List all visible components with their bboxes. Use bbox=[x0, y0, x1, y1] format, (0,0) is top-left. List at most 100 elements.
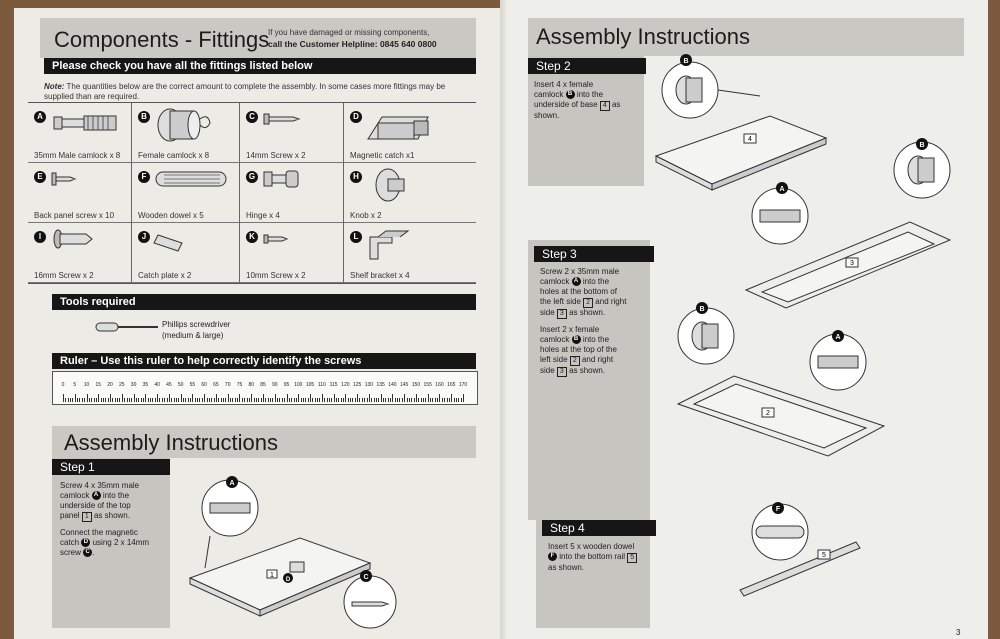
fitting-label: Catch plate x 2 bbox=[138, 271, 192, 280]
ruler-tick bbox=[333, 394, 335, 402]
step4-text: Insert 5 x wooden dowel F into the botto… bbox=[548, 542, 648, 573]
ruler-tick-label: 20 bbox=[107, 382, 113, 388]
ruler-tick bbox=[253, 398, 255, 402]
ruler-tick bbox=[272, 398, 274, 402]
step2-line: Insert 4 x female bbox=[534, 80, 594, 89]
ruler-tick-label: 35 bbox=[142, 382, 149, 388]
ruler-tick bbox=[232, 398, 234, 402]
check-bar: Please check you have all the fittings l… bbox=[44, 58, 476, 74]
ruler-tick bbox=[335, 398, 337, 402]
step4-line: F into the bottom rail 5 bbox=[548, 552, 648, 563]
step4-column bbox=[536, 518, 650, 628]
ruler-tick bbox=[192, 394, 194, 402]
fitting-label: Shelf bracket x 4 bbox=[350, 271, 410, 280]
ruler-tick bbox=[300, 398, 302, 402]
ruler-tick-label: 130 bbox=[364, 382, 374, 388]
ruler-tick bbox=[385, 398, 387, 402]
ruler-tick-label: 30 bbox=[130, 382, 137, 388]
step3-word: side bbox=[540, 366, 555, 375]
ruler-tick bbox=[331, 398, 333, 402]
ruler-tick bbox=[164, 398, 166, 402]
ruler-tick bbox=[328, 398, 330, 402]
fitting-badge: D bbox=[350, 111, 362, 123]
ruler-tick bbox=[147, 398, 149, 402]
fitting-label: 16mm Screw x 2 bbox=[34, 271, 94, 280]
ruler-tick bbox=[230, 398, 232, 402]
ruler-tick bbox=[91, 398, 93, 402]
ruler-tick bbox=[173, 398, 175, 402]
ruler-tick-label: 0 bbox=[61, 382, 65, 388]
shelf-bracket-icon bbox=[369, 230, 410, 260]
catch-plate-icon bbox=[153, 234, 183, 252]
step2-line: shown. bbox=[534, 111, 560, 120]
fitting-badge: C bbox=[246, 111, 258, 123]
ruler-tick bbox=[131, 398, 133, 402]
ruler-tick bbox=[317, 398, 319, 402]
fitting-label: Knob x 2 bbox=[350, 211, 382, 220]
ruler-tick bbox=[354, 398, 356, 402]
hinge-icon bbox=[263, 170, 299, 188]
svg-text:5: 5 bbox=[822, 552, 826, 559]
step1-column bbox=[52, 458, 170, 628]
step4-word: into the bottom rail bbox=[559, 552, 626, 561]
ruler-tick-label: 95 bbox=[283, 382, 290, 388]
badge-a: A bbox=[571, 277, 581, 287]
fitting-badge: G bbox=[246, 171, 258, 183]
ruler-tick bbox=[251, 394, 253, 402]
badge-b: B bbox=[565, 90, 575, 100]
ruler-tick bbox=[432, 398, 434, 402]
ruler-tick bbox=[140, 398, 142, 402]
step1-word: camlock bbox=[60, 491, 90, 500]
ruler-tick bbox=[227, 394, 229, 402]
fitting-badge: H bbox=[350, 171, 362, 183]
ruler-tick bbox=[110, 394, 112, 402]
badge-f: F bbox=[548, 552, 557, 562]
ruler-tick bbox=[359, 398, 361, 402]
ruler-tick bbox=[213, 398, 215, 402]
ruler-tick bbox=[373, 398, 375, 402]
ruler-tick bbox=[415, 394, 417, 402]
ruler-tick bbox=[312, 398, 314, 402]
ruler-tick bbox=[298, 394, 300, 402]
step3-line: Screw 2 x 35mm male bbox=[540, 267, 620, 276]
ruler-tick bbox=[307, 398, 309, 402]
ruler-tick bbox=[84, 398, 86, 402]
ruler-tick bbox=[455, 398, 457, 402]
ruler-tick bbox=[88, 398, 90, 402]
ruler-tick bbox=[128, 398, 130, 402]
ruler-tick bbox=[413, 398, 415, 402]
ruler-tick bbox=[234, 398, 236, 402]
ruler-tick bbox=[321, 394, 323, 402]
step1-line: underside of the top bbox=[60, 501, 131, 510]
fitting-badge: K bbox=[246, 231, 258, 243]
badge-d: D bbox=[81, 538, 91, 548]
ruler-tick bbox=[350, 398, 352, 402]
ruler-tick bbox=[265, 398, 267, 402]
ruler-tick-label: 50 bbox=[177, 382, 184, 388]
step3-line: camlock B into the bbox=[540, 335, 648, 345]
step1-line: screw C. bbox=[60, 548, 95, 558]
ruler-tick bbox=[154, 398, 156, 402]
step1-word: panel bbox=[60, 511, 80, 520]
fitting-label: Hinge x 4 bbox=[246, 211, 280, 220]
ruler-tick bbox=[458, 398, 460, 402]
fitting-cell: J Catch plate x 2 bbox=[132, 223, 240, 283]
step3-word: and right bbox=[595, 297, 627, 306]
ruler-tick bbox=[248, 398, 250, 402]
step4-line: Insert 5 x wooden dowel bbox=[548, 542, 635, 551]
ruler-tick-label: 170 bbox=[458, 382, 468, 388]
ruler-tick bbox=[434, 398, 436, 402]
ruler-tick bbox=[180, 394, 182, 402]
ruler-tick bbox=[199, 398, 201, 402]
ruler-tick bbox=[86, 394, 88, 402]
step2-text: Insert 4 x female camlock B into the und… bbox=[534, 80, 640, 121]
ruler-tick bbox=[190, 398, 192, 402]
ruler-tick bbox=[375, 398, 377, 402]
ruler-tick bbox=[404, 394, 406, 402]
ruler-tick bbox=[72, 398, 74, 402]
ruler-tick-label: 70 bbox=[224, 382, 231, 388]
ruler-tick-label: 80 bbox=[248, 382, 255, 388]
step1-line: Screw 4 x 35mm male bbox=[60, 481, 140, 490]
ruler-tick bbox=[63, 394, 64, 402]
ruler-tick bbox=[124, 398, 126, 402]
